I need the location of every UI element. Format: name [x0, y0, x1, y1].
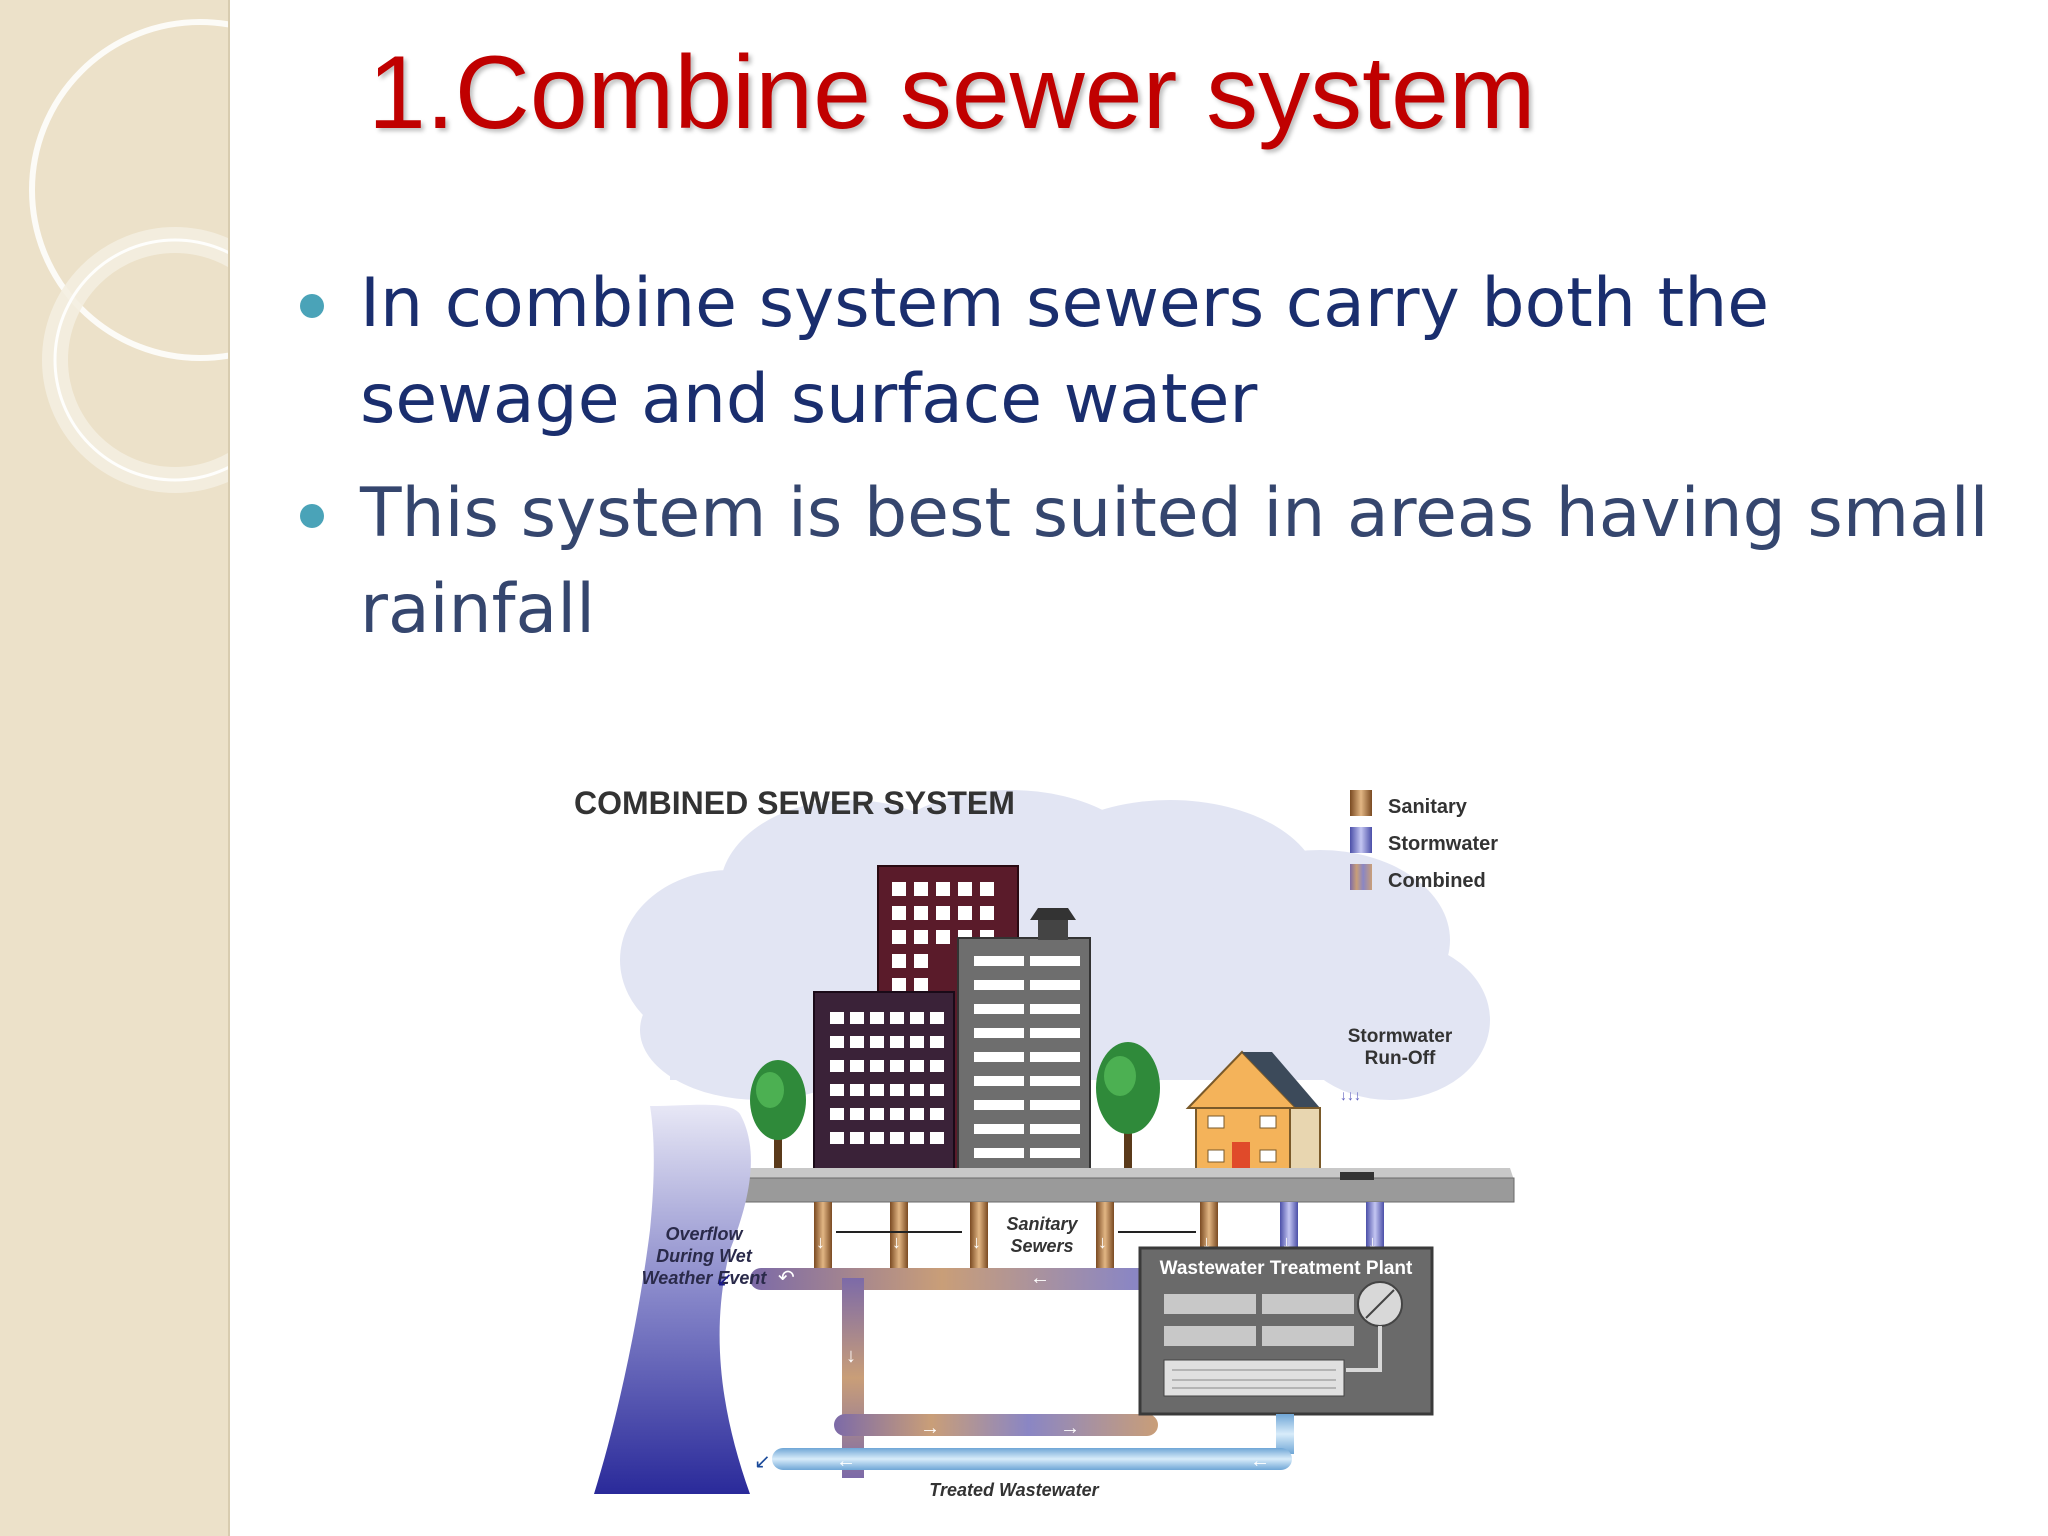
svg-text:↓: ↓: [892, 1232, 901, 1252]
treated-label: Treated Wastewater: [929, 1480, 1099, 1500]
flow-arrows-icon: ←←: [836, 1450, 1270, 1472]
flow-arrows-icon: →→: [920, 1417, 1080, 1439]
legend-sanitary: Sanitary: [1388, 796, 1468, 818]
svg-text:↶: ↶: [778, 1267, 795, 1289]
legend: Sanitary Stormwater Combined: [1350, 790, 1498, 892]
overflow-label: Overflow: [665, 1224, 743, 1244]
svg-text:↓: ↓: [972, 1232, 981, 1252]
house-icon: [1185, 1050, 1321, 1179]
rain-arrows-icon: ↓↓↓: [1340, 1087, 1361, 1103]
overflow-label: During Wet: [656, 1246, 753, 1266]
overflow-label: Weather Event: [642, 1268, 768, 1288]
svg-text:→: →: [920, 1417, 940, 1439]
sewer-diagram: COMBINED SEWER SYSTEM Sanitary Stormwate…: [574, 785, 1515, 1500]
svg-text:←: ←: [836, 1450, 856, 1472]
bullet-item: This system is best suited in areas havi…: [300, 466, 2000, 658]
decorative-rings-icon: [29, 19, 228, 493]
svg-text:←: ←: [1250, 1450, 1270, 1472]
treated-pipe-vertical: [1276, 1414, 1294, 1454]
svg-text:↓: ↓: [1202, 1232, 1211, 1252]
flow-arrows-icon: ↓: [846, 1345, 856, 1367]
gray-building-icon: [957, 908, 1091, 1179]
svg-text:→: →: [1060, 1417, 1080, 1439]
svg-text:↓: ↓: [816, 1232, 825, 1252]
flow-arrows-icon: ↓ ↓ ↓ ↓ ↓ ↓ ↓: [816, 1232, 1377, 1252]
bullet-item: In combine system sewers carry both the …: [300, 256, 2000, 448]
svg-text:←: ←: [1030, 1267, 1050, 1289]
plant-label: Wastewater Treatment Plant: [1160, 1258, 1413, 1279]
runoff-label: Stormwater: [1348, 1026, 1453, 1047]
sanitary-sewers-label: Sewers: [1010, 1236, 1073, 1256]
treated-outflow-arrow-icon: ↙: [754, 1451, 771, 1473]
treated-pipe: [772, 1448, 1292, 1470]
legend-swatch-combined: [1350, 864, 1372, 890]
short-building-icon: [813, 991, 955, 1179]
sidebar-panel: [0, 0, 230, 1536]
svg-text:↓: ↓: [1282, 1232, 1291, 1252]
sanitary-sewers-label: Sanitary: [1006, 1214, 1078, 1234]
street-surface: [705, 1168, 1515, 1203]
bullet-list: In combine system sewers carry both the …: [300, 256, 2000, 676]
bullet-text: This system is best suited in areas havi…: [360, 474, 1989, 649]
legend-swatch-sanitary: [1350, 790, 1372, 816]
svg-text:↓: ↓: [1368, 1232, 1377, 1252]
bullet-text: In combine system sewers carry both the …: [360, 264, 1770, 439]
combined-pipe: [834, 1414, 1158, 1436]
bullet-dot-icon: [300, 504, 324, 528]
overflow-arrow-icon: ↙: [716, 1269, 733, 1291]
legend-combined: Combined: [1388, 870, 1486, 892]
svg-text:↓: ↓: [1098, 1232, 1107, 1252]
tree-icon: [1096, 1042, 1160, 1178]
tree-icon: [750, 1060, 806, 1178]
diagram-title: COMBINED SEWER SYSTEM: [574, 785, 1015, 821]
runoff-label: Run-Off: [1365, 1048, 1436, 1069]
legend-swatch-stormwater: [1350, 827, 1372, 853]
overflow-river: [594, 1104, 751, 1494]
page-title: 1.Combine sewer system: [368, 35, 1536, 151]
legend-stormwater: Stormwater: [1388, 833, 1498, 855]
sanitary-pipe: [814, 1202, 1218, 1278]
bullet-dot-icon: [300, 294, 324, 318]
